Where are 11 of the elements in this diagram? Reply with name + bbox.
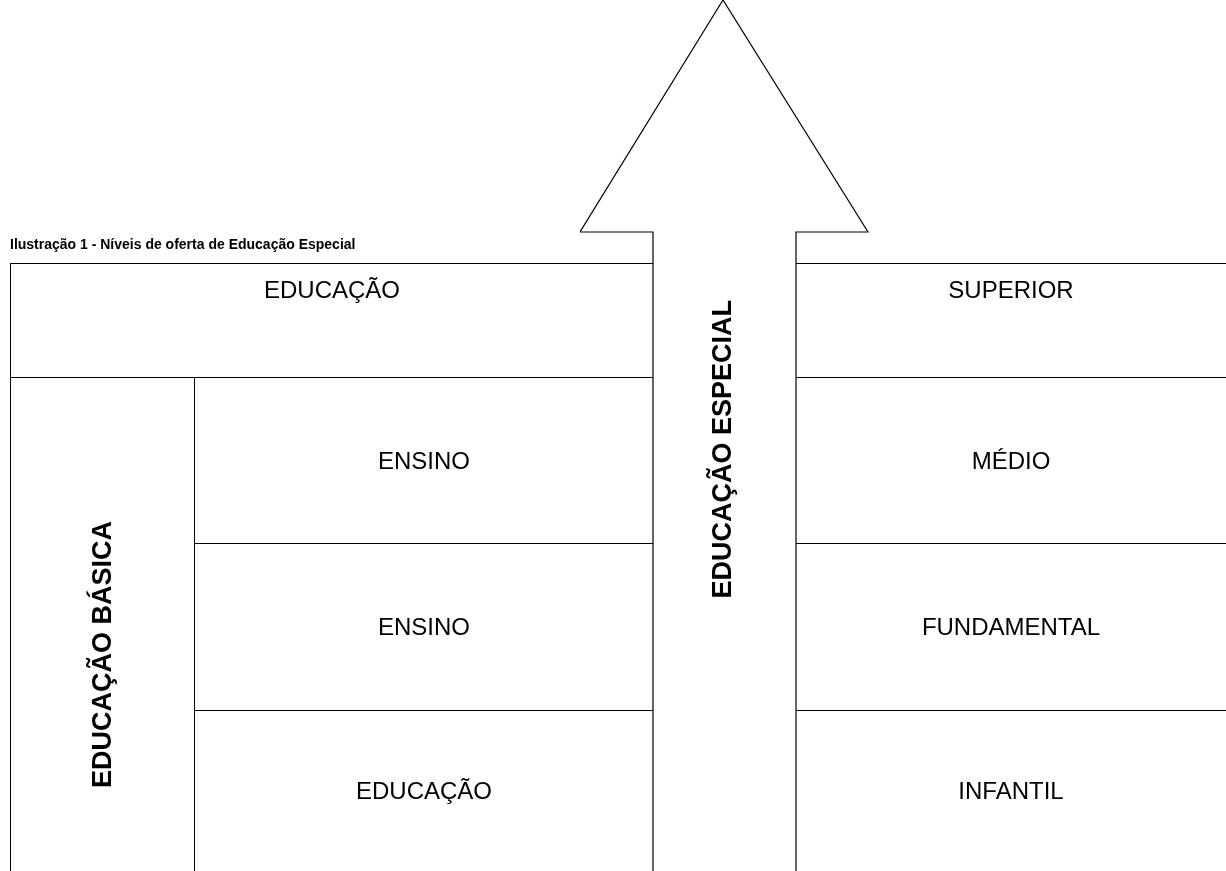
level-cell: EDUCAÇÃO [195, 710, 653, 871]
vertical-label: EDUCAÇÃO BÁSICA [87, 521, 118, 788]
level-cell: ENSINO [195, 377, 653, 543]
figure-caption: Ilustração 1 - Níveis de oferta de Educação Especial [10, 236, 356, 252]
arrow-label: EDUCAÇÃO ESPECIAL [707, 300, 738, 599]
level-cell: ENSINO [195, 543, 653, 710]
level-cell: MÉDIO [796, 377, 1226, 543]
level-cell: INFANTIL [796, 710, 1226, 871]
level-cell: SUPERIOR [796, 263, 1226, 377]
level-cell: FUNDAMENTAL [796, 543, 1226, 710]
level-cell: EDUCAÇÃO [10, 263, 653, 377]
